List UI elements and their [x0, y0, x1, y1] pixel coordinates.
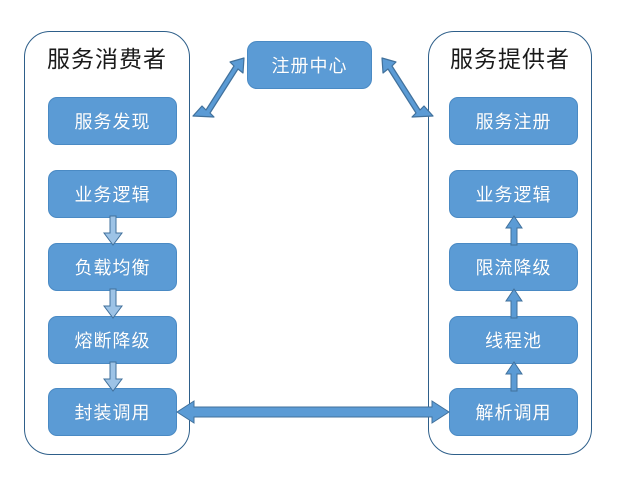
arrow-consumer-registry: [192, 57, 245, 118]
box-provider-parse-invoke[interactable]: 解析调用: [449, 388, 578, 436]
box-provider-business-logic[interactable]: 业务逻辑: [449, 170, 578, 218]
box-provider-rate-limit[interactable]: 限流降级: [449, 243, 578, 291]
box-consumer-business-logic[interactable]: 业务逻辑: [48, 170, 177, 218]
box-provider-thread-pool[interactable]: 线程池: [449, 316, 578, 364]
box-consumer-service-discovery[interactable]: 服务发现: [48, 97, 177, 145]
box-registry-center[interactable]: 注册中心: [247, 41, 372, 89]
arrow-consumer-provider-call: [176, 400, 450, 424]
panel-service-provider: [428, 31, 592, 455]
box-consumer-circuit-breaker[interactable]: 熔断降级: [48, 316, 177, 364]
panel-title-provider: 服务提供者: [450, 47, 570, 73]
box-consumer-load-balance[interactable]: 负载均衡: [48, 243, 177, 291]
panel-service-consumer: [24, 31, 190, 455]
panel-title-consumer: 服务消费者: [47, 47, 167, 73]
box-provider-service-register[interactable]: 服务注册: [449, 97, 578, 145]
box-consumer-wrap-invoke[interactable]: 封装调用: [48, 388, 177, 436]
